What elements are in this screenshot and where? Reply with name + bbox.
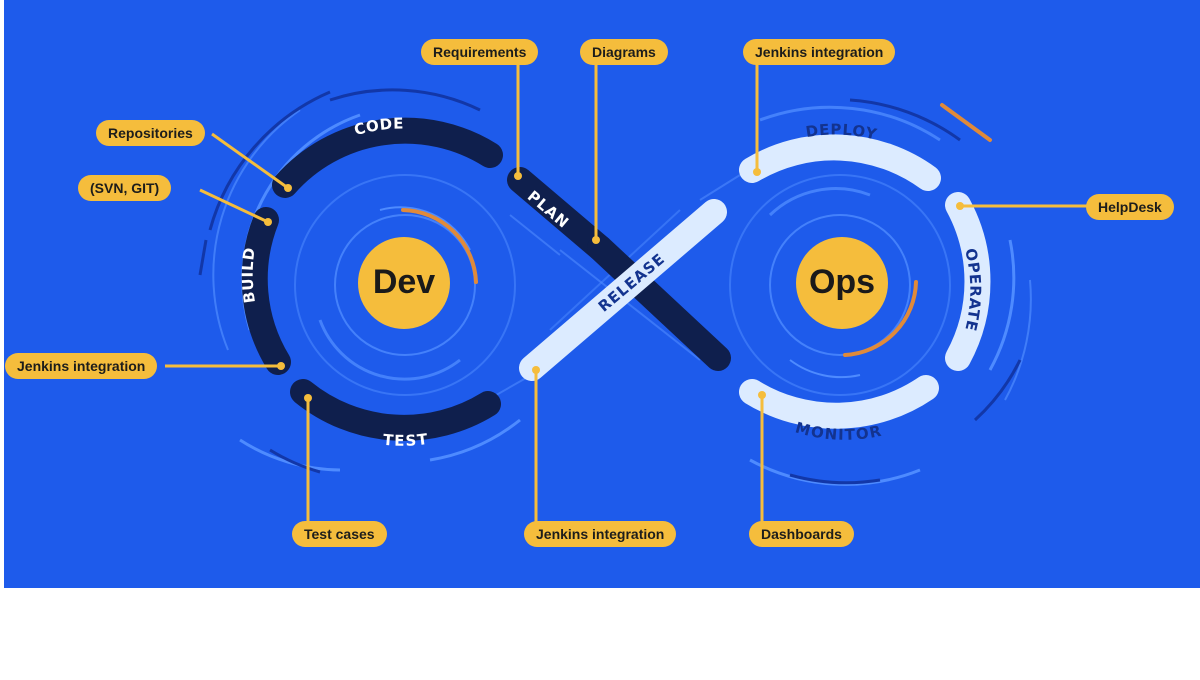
ops-hub-label: Ops (809, 263, 875, 301)
callout-requirements: Requirements (421, 39, 539, 65)
callout-test-cases: Test cases (292, 521, 387, 547)
callout-svn-git: (SVN, GIT) (78, 175, 172, 201)
callout-jenkins-deploy: Jenkins integration (743, 39, 896, 65)
callout-diagrams: Diagrams (580, 39, 668, 65)
callout-dashboards: Dashboards (749, 521, 854, 547)
dev-hub-circle (358, 237, 450, 329)
callout-jenkins-release: Jenkins integration (524, 521, 677, 547)
stage-label-operate: OPERATE (961, 247, 984, 334)
callout-leader-lines (165, 64, 1088, 522)
stage-label-test: TEST (382, 430, 429, 450)
callout-repositories: Repositories (96, 120, 205, 146)
stage-label-build: BUILD (239, 246, 259, 305)
stage-label-deploy: DEPLOY (804, 121, 879, 144)
dev-track (241, 117, 731, 441)
ops-hub-circle (796, 237, 888, 329)
ops-track (519, 134, 991, 429)
callout-helpdesk: HelpDesk (1086, 194, 1174, 220)
dev-hub-label: Dev (373, 263, 435, 301)
orange-accent-arcs (401, 103, 992, 357)
callout-anchor-dots (264, 168, 964, 402)
callout-jenkins-build: Jenkins integration (5, 353, 158, 379)
